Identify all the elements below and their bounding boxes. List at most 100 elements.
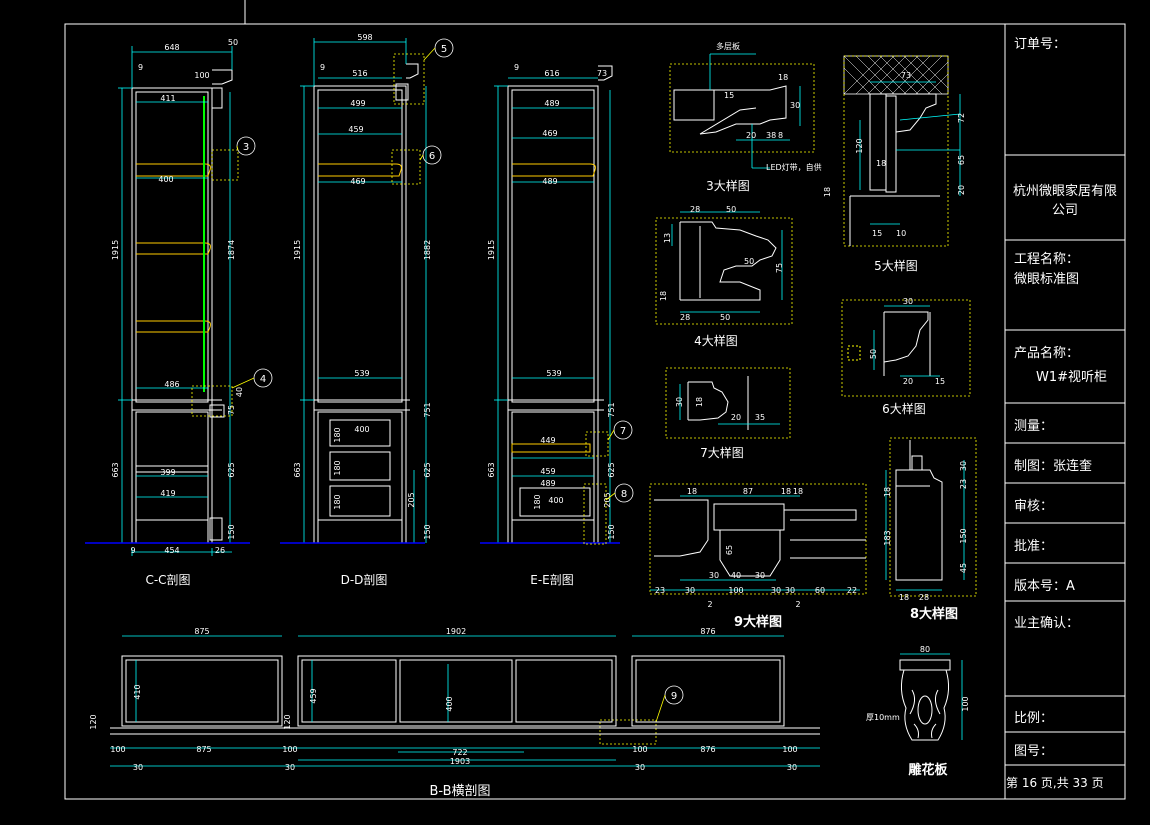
tb-company: 杭州微眼家居有限公司 xyxy=(1012,184,1117,218)
ee-dim-side: 751 xyxy=(607,402,616,417)
d8-dim-g: 30 xyxy=(959,461,968,471)
dd-dim-w1: 516 xyxy=(352,69,367,78)
d9-dim-n: 22 xyxy=(847,586,857,595)
cc-dim-lower-h: 663 xyxy=(111,462,120,477)
ee-dim-offset: 9 xyxy=(514,63,519,72)
d5-dim-a: 73 xyxy=(901,71,911,80)
dd-dim-dh1: 180 xyxy=(333,427,342,442)
d9-dim-p: 2 xyxy=(795,600,800,609)
view-title-d3: 3大样图 xyxy=(706,178,750,193)
d5-dim-d: 18 xyxy=(823,187,832,197)
bb-dim-l1: 100 xyxy=(110,745,125,754)
bb-dim-left-w: 875 xyxy=(194,627,209,636)
detail-6: 30 50 20 15 6大样图 xyxy=(841,297,971,416)
d3-note-multilayer: 多层板 xyxy=(716,41,740,51)
tb-owner-confirm: 业主确认： xyxy=(1014,616,1080,631)
d4-dim-a: 28 xyxy=(690,205,700,214)
cc-dim-bottom-w: 454 xyxy=(164,546,179,555)
bb-dim-mid-w: 1902 xyxy=(446,627,466,636)
ee-dim-mid: 539 xyxy=(546,369,561,378)
ee-dim-lower-h: 663 xyxy=(487,462,496,477)
cc-dim-small: 75 xyxy=(227,405,236,415)
d7-dim-a: 30 xyxy=(675,397,684,407)
d5-dim-e: 15 xyxy=(872,229,882,238)
tb-project-label: 工程名称： xyxy=(1014,252,1080,267)
bb-dim-right-w: 876 xyxy=(700,627,715,636)
d4-dim-b: 50 xyxy=(726,205,736,214)
callout-3: 3 xyxy=(243,142,249,153)
d5-dim-b: 120 xyxy=(855,138,864,153)
d4-dim-g: 28 xyxy=(680,313,690,322)
d8-dim-c: 28 xyxy=(919,593,929,602)
d4-dim-e: 75 xyxy=(775,263,784,273)
d5-dim-c: 18 xyxy=(876,159,886,168)
view-title-cc: C-C剖图 xyxy=(145,573,190,587)
d9-dim-a: 18 xyxy=(687,487,697,496)
d8-dim-d: 183 xyxy=(883,530,892,545)
cc-dim-base: 150 xyxy=(227,524,236,539)
view-title-d8: 8大样图 xyxy=(910,606,958,622)
d4-dim-c: 13 xyxy=(663,233,672,243)
ee-dim-dh: 180 xyxy=(533,494,542,509)
d8-dim-f: 45 xyxy=(959,563,968,573)
d4-dim-d: 50 xyxy=(744,257,754,266)
bb-dim-h3: 400 xyxy=(445,696,454,711)
d9-dim-k: 30 xyxy=(771,586,781,595)
d9-dim-b: 87 xyxy=(743,487,753,496)
cc-dim-lower-inner: 625 xyxy=(227,462,236,477)
d3-dim-e: 30 xyxy=(790,101,800,110)
callout-7: 7 xyxy=(620,426,626,437)
ee-dim-lower-inner: 625 xyxy=(607,462,616,477)
view-title-dd: D-D剖图 xyxy=(341,573,388,587)
bb-dim-s2: 30 xyxy=(285,763,295,772)
d5-dim-h: 65 xyxy=(957,155,966,165)
d5-dim-i: 20 xyxy=(957,185,966,195)
callout-6: 6 xyxy=(429,151,435,162)
view-title-d9: 9大样图 xyxy=(734,614,782,630)
bb-dim-l3: 100 xyxy=(282,745,297,754)
carved-dim-h: 100 xyxy=(961,696,970,711)
d6-dim-b: 50 xyxy=(869,349,878,359)
bb-dim-h1: 410 xyxy=(133,684,142,699)
d8-dim-e: 150 xyxy=(959,528,968,543)
bb-dim-s4: 30 xyxy=(787,763,797,772)
tb-review: 审核： xyxy=(1014,499,1054,514)
d9-dim-c: 18 xyxy=(781,487,791,496)
d9-dim-g: 30 xyxy=(755,571,765,580)
ee-dim-side2: 205 xyxy=(603,492,612,507)
dd-dim-offset: 9 xyxy=(320,63,325,72)
cc-dim-drawer: 399 xyxy=(160,468,175,477)
cc-dim-upper-h: 1874 xyxy=(227,240,236,260)
dd-dim-w2: 499 xyxy=(350,99,365,108)
d3-dim-d: 8 xyxy=(778,131,783,140)
d4-dim-f: 18 xyxy=(659,291,668,301)
d4-dim-h: 50 xyxy=(720,313,730,322)
dd-dim-lower-h: 663 xyxy=(293,462,302,477)
d8-dim-h: 23 xyxy=(959,479,968,489)
dd-dim-side2: 205 xyxy=(407,492,416,507)
dd-dim-base: 150 xyxy=(423,524,432,539)
d3-dim-c: 38 xyxy=(766,131,776,140)
bb-dim-r2: 876 xyxy=(700,745,715,754)
tb-drawing-no: 图号： xyxy=(1014,744,1054,759)
callout-markers: 3 4 5 6 7 8 9 xyxy=(191,38,684,745)
dd-dim-dh2: 180 xyxy=(333,460,342,475)
d9-dim-j: 100 xyxy=(728,586,743,595)
view-title-carved: 雕花板 xyxy=(908,762,948,778)
dd-dim-upper-h: 1882 xyxy=(423,240,432,260)
tb-product-value: W1#视听柜 xyxy=(1036,370,1108,385)
cc-dim-shelf-b: 486 xyxy=(164,380,179,389)
d8-dim-a: 18 xyxy=(883,487,892,497)
detail-8: 18 18 28 183 150 45 30 23 8大样图 xyxy=(883,437,977,622)
d6-dim-c: 20 xyxy=(903,377,913,386)
detail-3: 多层板 LED灯带，自供 15 20 38 8 30 18 3大样图 xyxy=(669,41,822,193)
detail-7: 30 18 20 35 7大样图 xyxy=(665,367,791,460)
carved-note-thickness: 厚10mm xyxy=(866,713,900,722)
carved-panel: 80 100 厚10mm 雕花板 xyxy=(866,645,970,778)
bb-dim-s1: 30 xyxy=(133,763,143,772)
bb-dim-t2: 120 xyxy=(283,714,292,729)
cc-dim-tiny: 40 xyxy=(235,387,244,397)
bb-dim-m2: 1903 xyxy=(450,757,470,766)
d9-dim-o: 2 xyxy=(707,600,712,609)
cc-dim-inner-top: 100 xyxy=(194,71,209,80)
